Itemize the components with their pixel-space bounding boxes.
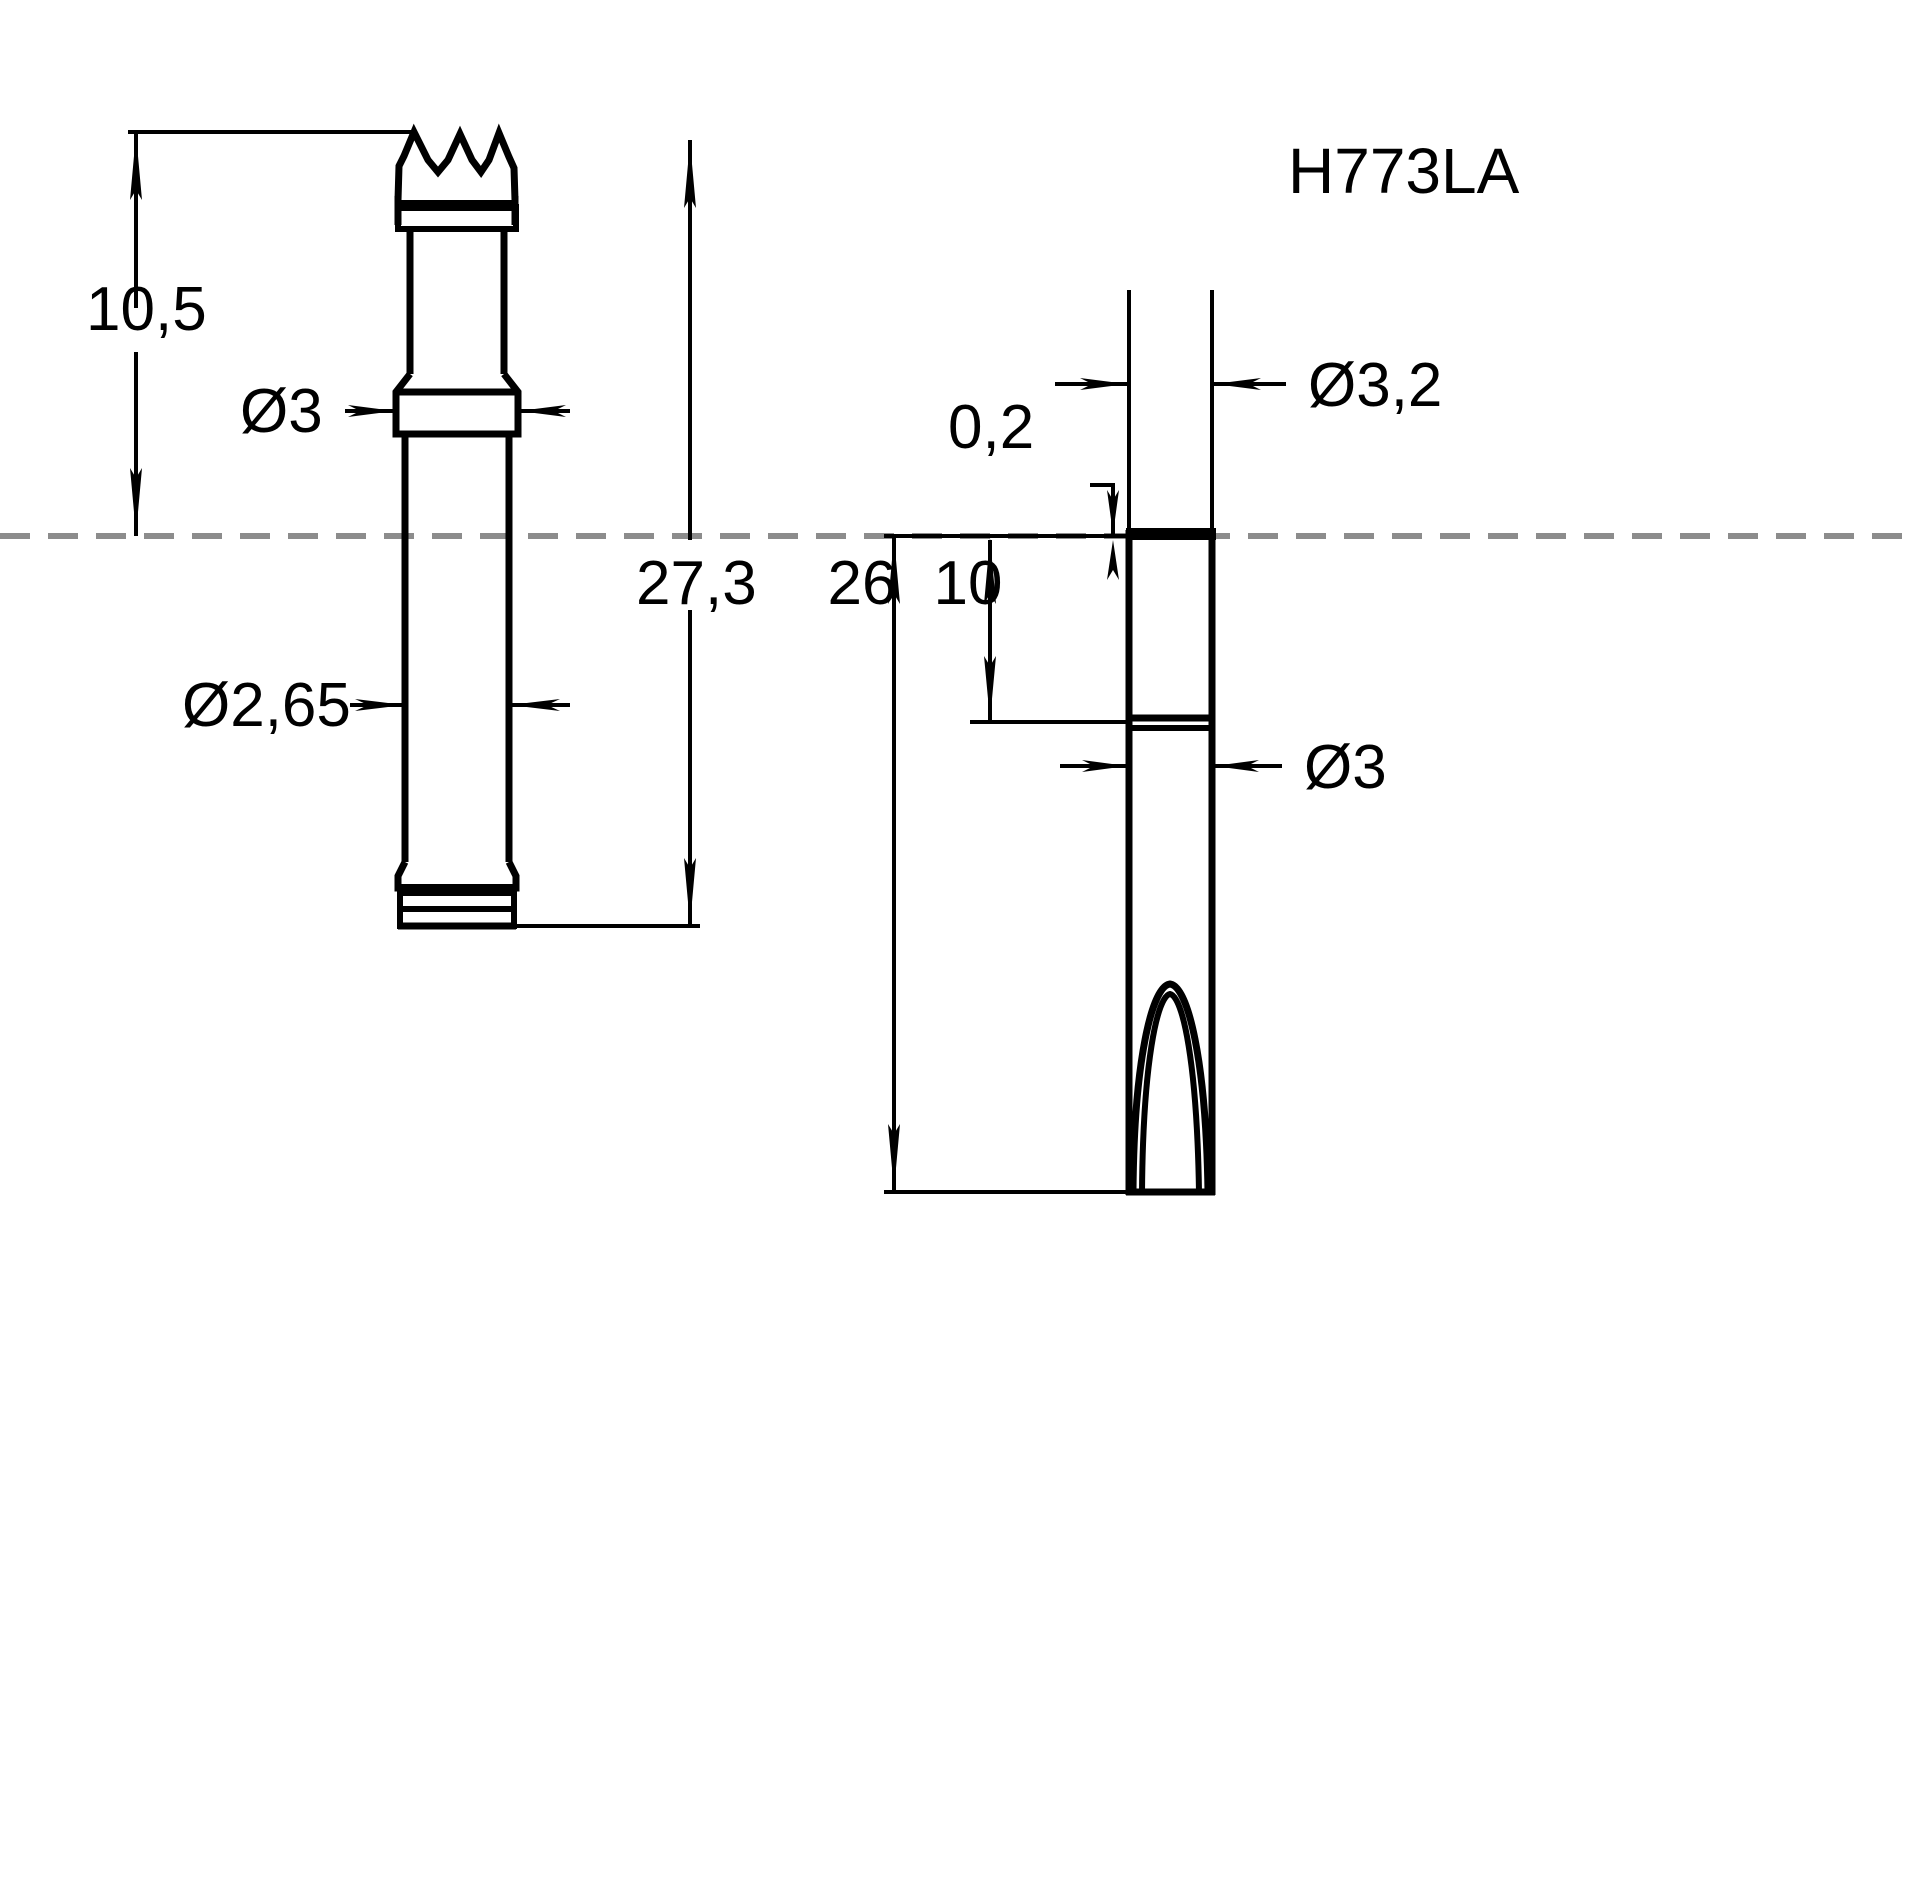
- dim-label-dia-3-left: Ø3: [240, 377, 323, 446]
- dimension-26: 26: [828, 534, 1128, 1194]
- right-view-part: [1125, 528, 1216, 1196]
- arrowhead-dia265-right: [510, 699, 560, 711]
- sleeve-internal-slot-inner: [1139, 990, 1202, 1193]
- dimension-0-2: 0,2: [948, 393, 1119, 580]
- mid-collar-profile: [392, 371, 522, 438]
- arrowhead-dia32-left: [1080, 378, 1127, 390]
- dimension-dia-2-65: Ø2,65: [182, 671, 570, 740]
- arrowhead-27-3-top: [684, 142, 696, 208]
- arrowhead-dia32-right: [1214, 378, 1261, 390]
- dim-label-27-3: 27,3: [636, 549, 757, 618]
- crown-teeth-profile: [394, 123, 519, 201]
- dim-label-0-2: 0,2: [948, 393, 1034, 462]
- dimension-dia-3-right: Ø3: [1060, 733, 1387, 802]
- dim-label-dia-3-right: Ø3: [1304, 733, 1387, 802]
- arrowhead-dia3r-right: [1214, 760, 1259, 772]
- arrowhead-10-5-top: [130, 134, 142, 200]
- dim-leader-0-2: [1090, 483, 1115, 535]
- dim-label-dia-2-65: Ø2,65: [182, 671, 351, 740]
- dimension-dia-3-2: Ø3,2: [1055, 290, 1442, 535]
- arrowhead-dia265-left: [355, 699, 404, 711]
- left-view-part: [392, 123, 522, 930]
- arrowhead-26-bottom: [888, 1124, 900, 1190]
- dimension-dia-3-left: Ø3: [240, 377, 570, 446]
- dim-label-10-5: 10,5: [86, 275, 207, 344]
- arrowhead-dia3-left: [348, 405, 395, 417]
- arrowhead-0-2-down: [1107, 490, 1119, 534]
- dim-label-dia-3-2: Ø3,2: [1308, 351, 1442, 420]
- sleeve-internal-slot: [1129, 980, 1212, 1193]
- dimension-27-3: 27,3: [516, 140, 757, 928]
- dim-label-10: 10: [934, 549, 1003, 618]
- crown-collar-ring: [395, 204, 519, 232]
- title-label-h773la: H773LA: [1288, 135, 1520, 207]
- arrowhead-26-top: [888, 538, 900, 604]
- arrowhead-10-bottom: [984, 656, 996, 720]
- dimension-10-5: 10,5: [86, 130, 415, 536]
- arrowhead-dia3-right: [519, 405, 566, 417]
- dimension-10: 10: [934, 538, 1128, 724]
- arrowhead-dia3r-left: [1082, 760, 1127, 772]
- arrowhead-27-3-bottom: [684, 858, 696, 924]
- sleeve-top-face: [1126, 528, 1216, 540]
- part-number-title: H773LA: [1288, 135, 1520, 207]
- arrowhead-10-5-bottom: [130, 468, 142, 534]
- tip-band-1: [398, 884, 516, 893]
- dim-label-26: 26: [828, 549, 897, 618]
- arrowhead-10-top: [984, 538, 996, 604]
- arrowhead-0-2-down-b: [1107, 540, 1119, 580]
